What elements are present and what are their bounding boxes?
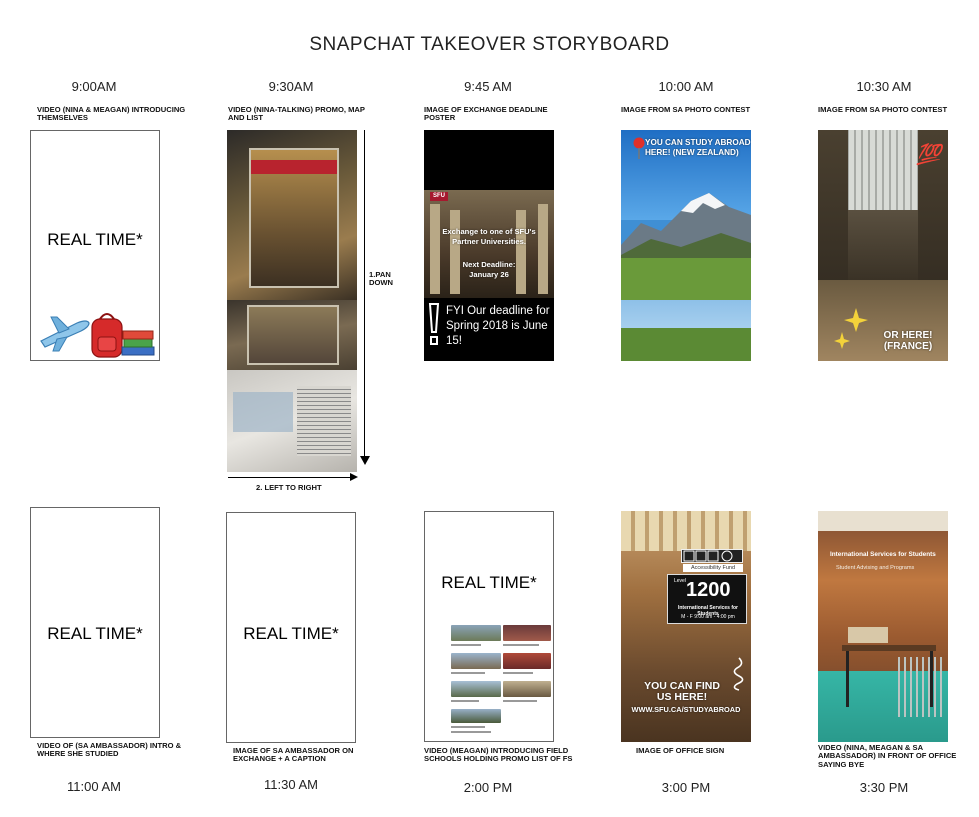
- time-label-10-30: 10:30 AM: [856, 79, 912, 94]
- photo-office-bye: International Services for Students Stud…: [818, 511, 948, 742]
- caption-9-45: IMAGE OF EXCHANGE DEADLINE POSTER: [424, 105, 548, 123]
- real-time-label: REAL TIME*: [441, 573, 537, 592]
- photo-new-zealand: YOU CAN STUDY ABROAD HERE! (NEW ZEALAND): [621, 130, 751, 361]
- time-label-3-00: 3:00 PM: [661, 780, 711, 795]
- time-label-9-30: 9:30AM: [268, 79, 314, 94]
- poster-deadline-text: Next Deadline: January 26: [462, 260, 516, 279]
- pan-down-arrowhead: [360, 456, 370, 465]
- photo-office-sign: Accessibility Fund Level 1200 Internatio…: [621, 511, 751, 742]
- poster-main-text: Exchange to one of SFU's Partner Univers…: [442, 227, 536, 246]
- office-find-text: YOU CAN FIND US HERE!: [644, 680, 720, 703]
- backpack-icon: [91, 313, 123, 358]
- time-label-11-30: 11:30 AM: [264, 777, 318, 792]
- office-number: 1200: [686, 579, 731, 601]
- frame-11-00: REAL TIME*: [30, 507, 160, 738]
- airplane-icon: [40, 316, 90, 352]
- time-label-10-00: 10:00 AM: [658, 79, 714, 94]
- scribble-icon: [733, 657, 744, 691]
- caption-9-00: VIDEO (NINA & MEAGAN) INTRODUCING THEMSE…: [37, 105, 186, 123]
- caption-10-00: IMAGE FROM SA PHOTO CONTEST: [621, 105, 751, 114]
- pan-down-arrow: [364, 130, 365, 460]
- caption-3-30: VIDEO (NINA, MEAGAN & SA AMBASSADOR) IN …: [818, 743, 957, 769]
- poster-fyi-text: FYI Our deadline for Spring 2018 is June…: [446, 305, 550, 347]
- bye-sign-sub-text: Student Advising and Programs: [836, 565, 915, 571]
- caption-10-30: IMAGE FROM SA PHOTO CONTEST: [818, 105, 948, 114]
- books-icon: [121, 330, 155, 356]
- office-hours-text: M - F 9:00 am - 4:00 pm: [681, 614, 735, 620]
- frame-2-00: REAL TIME*: [424, 511, 554, 742]
- photo-france: 💯 OR HERE! (FRANCE): [818, 130, 948, 361]
- mountain-shape: [621, 193, 751, 265]
- time-label-2-00: 2:00 PM: [463, 780, 513, 795]
- office-url-text: WWW.SFU.CA/STUDYABROAD: [631, 705, 741, 714]
- caption-2-00: VIDEO (MEAGAN) INTRODUCING FIELD SCHOOLS…: [424, 746, 573, 764]
- caption-11-30: IMAGE OF SA AMBASSADOR ON EXCHANGE + A C…: [233, 746, 354, 764]
- nz-overlay-text: YOU CAN STUDY ABROAD HERE! (NEW ZEALAND): [645, 138, 751, 157]
- hundred-emoji: 💯: [916, 144, 941, 166]
- real-time-label: REAL TIME*: [47, 624, 143, 643]
- left-to-right-arrowhead: [350, 473, 358, 481]
- sfu-logo: SFU: [430, 192, 448, 201]
- photo-exchange-poster: SFU Exchange to one of SFU's Partner Uni…: [424, 130, 554, 361]
- left-to-right-arrow: [228, 477, 352, 478]
- caption-9-30: VIDEO (NINA-TALKING) PROMO, MAP AND LIST: [228, 105, 365, 123]
- time-label-9-00: 9:00AM: [71, 79, 117, 94]
- time-label-3-30: 3:30 PM: [859, 780, 909, 795]
- accessibility-fund-text: Accessibility Fund: [683, 564, 743, 572]
- time-label-9-45: 9:45 AM: [464, 79, 512, 94]
- office-level-label: Level: [674, 578, 686, 584]
- left-to-right-note: 2. LEFT TO RIGHT: [256, 483, 322, 492]
- sparkle-icon: [834, 308, 868, 349]
- exclamation-icon: [428, 303, 440, 345]
- caption-3-00: IMAGE OF OFFICE SIGN: [636, 746, 725, 755]
- bye-sign-text: International Services for Students: [830, 551, 936, 558]
- real-time-label: REAL TIME*: [47, 230, 143, 249]
- france-overlay-text: OR HERE! (FRANCE): [883, 330, 933, 352]
- accessibility-icon: [683, 550, 733, 562]
- caption-11-00: VIDEO OF (SA AMBASSADOR) INTRO & WHERE S…: [37, 741, 182, 759]
- time-label-11-00: 11:00 AM: [67, 779, 121, 794]
- frame-11-30: REAL TIME*: [226, 512, 356, 743]
- office-services-text: International Services for Students: [677, 605, 739, 617]
- map-pin-icon: [633, 137, 645, 159]
- real-time-label: REAL TIME*: [243, 624, 339, 643]
- frame-9-00: REAL TIME*: [30, 130, 160, 361]
- pan-down-note: 1.PAN DOWN: [369, 270, 394, 288]
- photo-promo-map-list: [227, 130, 357, 472]
- storyboard-title: SNAPCHAT TAKEOVER STORYBOARD: [309, 34, 670, 55]
